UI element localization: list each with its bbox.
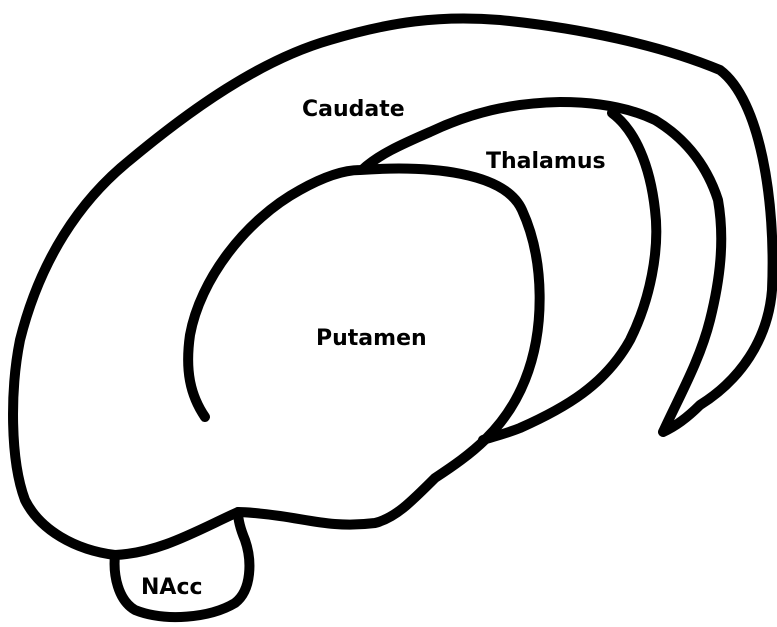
- nacc-label: NAcc: [141, 575, 203, 600]
- nacc-outline: [115, 512, 250, 617]
- caudate-label: Caudate: [302, 97, 405, 122]
- thalamus-label: Thalamus: [486, 149, 606, 174]
- putamen-label: Putamen: [316, 326, 427, 351]
